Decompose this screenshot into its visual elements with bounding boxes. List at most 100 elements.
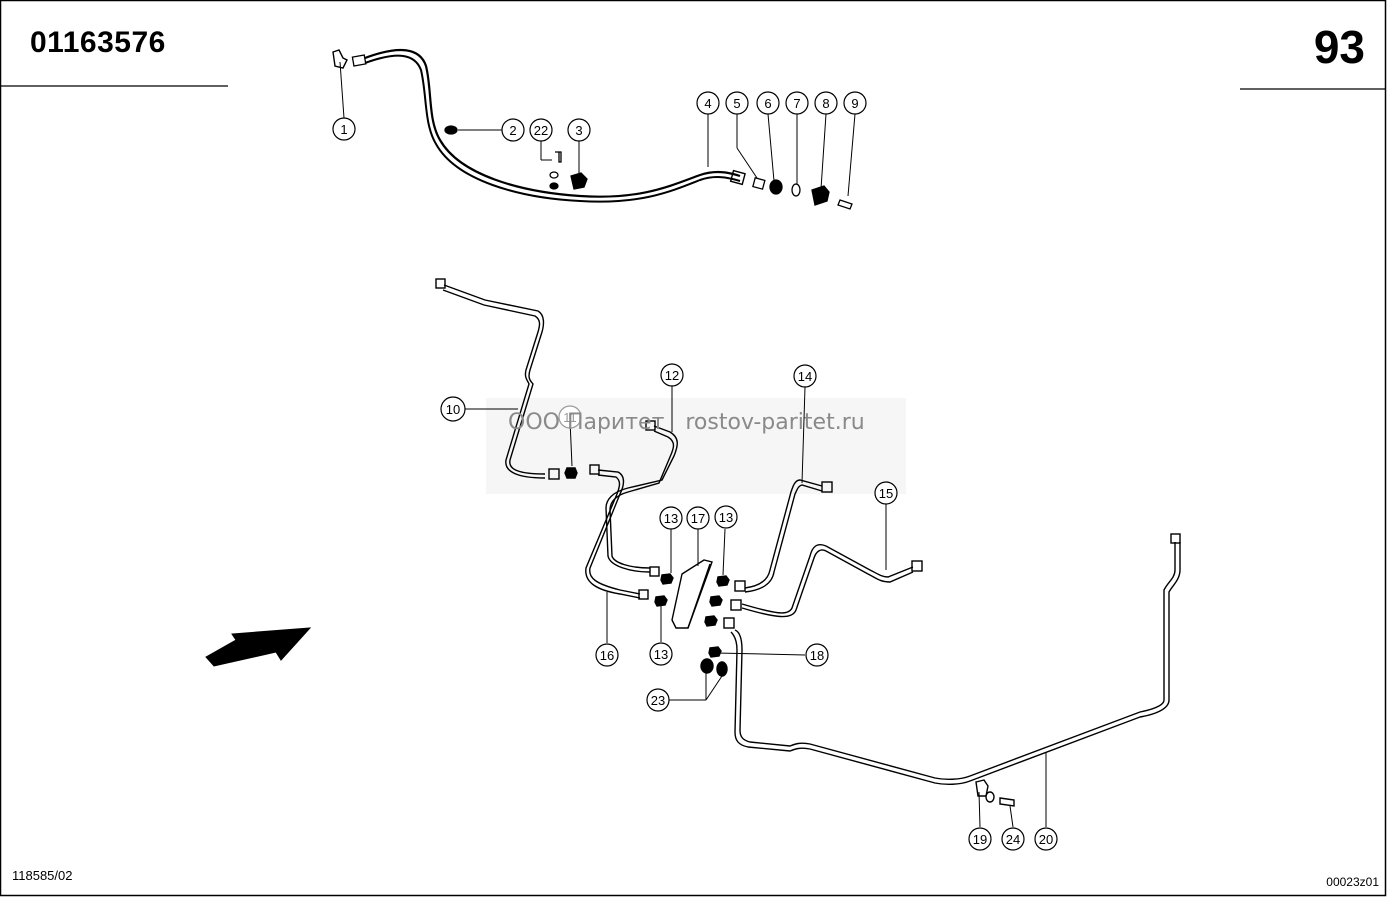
callout-label: 5: [733, 96, 740, 111]
fitting-18-b: [708, 646, 722, 658]
callout-11: [558, 405, 582, 429]
pipes-lower: [435, 278, 1181, 807]
pipe-15-end-nut: [730, 599, 742, 611]
fitting-11: [564, 467, 578, 479]
callout-22: [529, 118, 553, 142]
bracket-19: [975, 779, 989, 797]
small-parts-top: [444, 125, 853, 210]
callout-label: 13: [654, 647, 668, 662]
callout-label: 19: [973, 832, 987, 847]
distribution-block-face: [687, 563, 711, 629]
callout-6: [756, 91, 780, 115]
pipe-12: [605, 425, 678, 573]
watermark-background: [486, 398, 906, 494]
callout-label: 11: [563, 410, 577, 425]
pipe-10-end-nut: [548, 468, 560, 480]
callout-12: [660, 363, 684, 387]
callout-label: 12: [665, 368, 679, 383]
callout-label: 18: [810, 648, 824, 663]
ring-6: [769, 179, 783, 195]
callout-15: [874, 481, 898, 505]
callout-23: [646, 688, 670, 712]
fitting-13-a: [660, 573, 674, 585]
callout-17: [686, 506, 710, 530]
pipe-15: [741, 544, 914, 614]
pipe-12-nut: [645, 420, 656, 431]
callout-9: [843, 91, 867, 115]
bolt-24: [999, 797, 1015, 807]
elbow-fitting: [332, 49, 348, 69]
page-number: 93: [1313, 21, 1365, 73]
pipe-15-b: [741, 549, 914, 618]
callout-3: [567, 118, 591, 142]
callout-label: 7: [793, 96, 800, 111]
callout-1: [332, 117, 356, 141]
pipe-14-end-nut: [734, 580, 746, 592]
callout-7: [785, 91, 809, 115]
callout-label: 9: [851, 96, 858, 111]
callout-label: 17: [691, 511, 705, 526]
callout-24: [1001, 827, 1025, 851]
callout-label: 15: [879, 486, 893, 501]
pipe-20: [734, 542, 1176, 781]
hose-end-nut: [351, 54, 367, 67]
clip-3: [570, 172, 588, 190]
pipe-14: [744, 479, 823, 589]
hose-end-fitting: [729, 169, 746, 186]
callouts: [332, 91, 1058, 851]
bolt-22: [555, 151, 562, 163]
callout-label: 6: [764, 96, 771, 111]
pipe-20-nut: [1170, 533, 1181, 544]
pipe-10-b: [442, 289, 546, 479]
callout-label: 8: [822, 96, 829, 111]
hose-body-inner: [364, 54, 741, 203]
pipe-16-end-nut: [638, 589, 649, 600]
banjo-bolt-8: [811, 185, 830, 206]
leader-lines: [339, 61, 1047, 828]
callout-13-right: [714, 505, 738, 529]
pipe-14-b: [744, 484, 823, 593]
callout-8: [814, 91, 838, 115]
callout-label: 20: [1039, 832, 1053, 847]
fitting-13-c: [654, 595, 668, 607]
pipe-20-b: [730, 542, 1181, 786]
callout-4: [696, 91, 720, 115]
callout-13-bottom: [649, 642, 673, 666]
pipe-16-start-nut: [589, 464, 600, 475]
grommet: [444, 125, 458, 135]
callout-16: [595, 643, 619, 667]
callout-18: [805, 643, 829, 667]
callout-19: [968, 827, 992, 851]
callout-label: 24: [1006, 832, 1020, 847]
nut-23-b: [716, 661, 728, 677]
callout-label: 13: [719, 510, 733, 525]
adapter-5: [752, 177, 766, 190]
callout-14: [793, 364, 817, 388]
callout-label: 2: [509, 123, 516, 138]
direction-arrow: [205, 627, 312, 667]
callout-label: 14: [798, 369, 812, 384]
pipe-10-nut: [435, 278, 446, 289]
pipe-14-nut: [821, 481, 833, 493]
pipe-20-end-nut: [723, 617, 735, 629]
callout-label: 4: [704, 96, 711, 111]
callout-label: 16: [600, 648, 614, 663]
callout-13-left: [659, 506, 683, 530]
hose-assembly-top: [332, 48, 746, 203]
watermark-text: ООО Паритет rostov-paritet.ru: [508, 410, 865, 435]
fitting-13-d: [709, 595, 723, 607]
callout-label: 3: [575, 123, 582, 138]
callout-20: [1034, 827, 1058, 851]
drawing-reference: 118585/02: [12, 868, 73, 883]
pipe-16-b: [585, 474, 641, 599]
fitting-18-a: [704, 615, 718, 627]
screw-9: [837, 199, 853, 210]
hose-body-outer: [364, 48, 741, 198]
part-number: 01163576: [30, 26, 166, 59]
callout-labels: 1 2 22 3 4 5 6 7 8 9 10 11 12 14 15 13 1…: [340, 96, 1053, 847]
seal-7: [791, 183, 801, 197]
washer-22: [549, 171, 559, 179]
